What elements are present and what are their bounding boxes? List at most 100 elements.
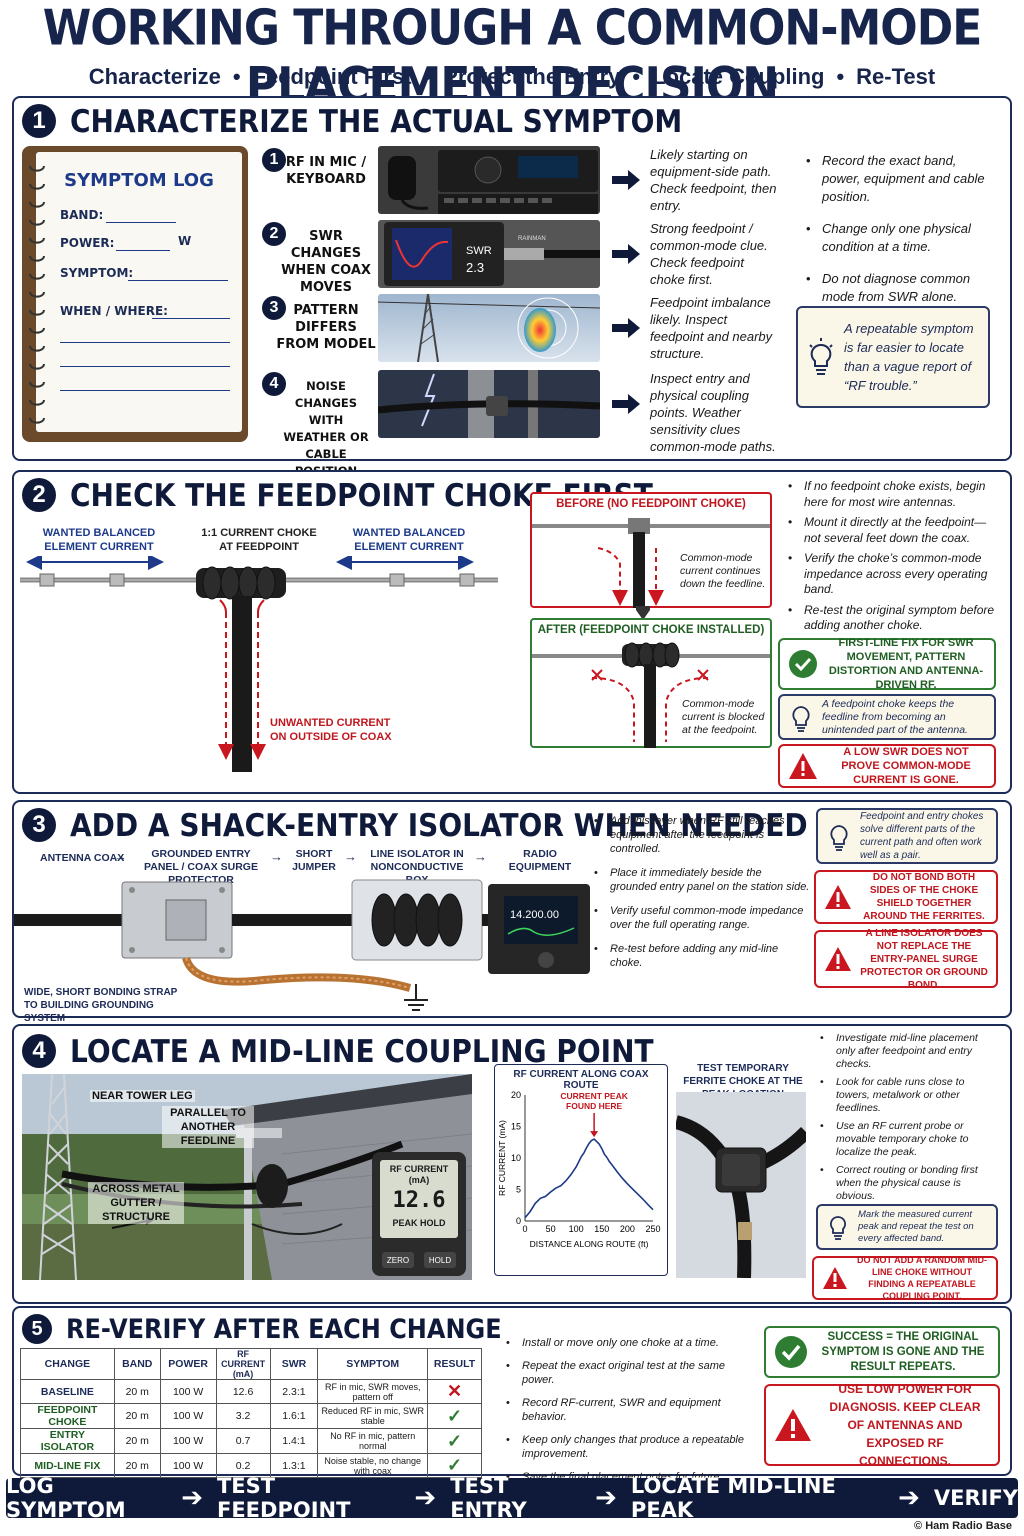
meter-zero-button[interactable]: ZERO <box>382 1252 414 1268</box>
row-description: Inspect entry and physical coupling poin… <box>650 371 776 454</box>
field-power-unit: W <box>178 234 192 248</box>
row-number: 2 <box>262 222 286 246</box>
meter-title: RF CURRENT (mA) <box>389 1164 449 1185</box>
symptom-row-3: 3 PATTERN DIFFERS FROM MODEL Feedpoint i… <box>258 294 778 364</box>
notebook-spiral-icon <box>29 165 45 424</box>
section-title: LOCATE A MID-LINE COUPLING POINT <box>70 1032 654 1070</box>
warning-icon <box>825 947 851 971</box>
label-parallel-feedline: PARALLEL TO ANOTHER FEEDLINE <box>162 1106 254 1148</box>
meter-hold-button[interactable]: HOLD <box>424 1252 456 1268</box>
arrow-right-icon <box>612 318 640 338</box>
result-pass-icon: ✓ <box>427 1453 482 1478</box>
x-tick-label: 0 <box>522 1224 527 1234</box>
meter-mode: PEAK HOLD <box>392 1218 446 1228</box>
arrow-right-icon: → <box>270 849 283 864</box>
process-footer-bar: LOG SYMPTOM ➔ TEST FEEDPOINT ➔ TEST ENTR… <box>6 1474 1018 1522</box>
section-3-bullets: Add this layer when RF still reaches equ… <box>594 814 810 978</box>
column-header: POWER <box>159 1348 217 1380</box>
column-header: RF CURRENT (mA) <box>215 1348 271 1380</box>
field-power: POWER: <box>60 236 115 250</box>
chain-step: RADIO EQUIPMENT <box>508 848 572 873</box>
arrow-right-icon: → <box>474 849 487 864</box>
section-2-tip: A feedpoint choke keeps the feedline fro… <box>778 694 996 740</box>
table-cell-change: MID-LINE FIX <box>20 1453 115 1478</box>
bullet-item: Re-test before adding any mid-line choke… <box>594 942 810 970</box>
bullet-item: Repeat the exact original test at the sa… <box>506 1359 756 1387</box>
success-text: SUCCESS = THE ORIGINAL SYMPTOM IS GONE A… <box>821 1330 985 1373</box>
bullet-item: Change only one physical condition at a … <box>806 220 996 256</box>
warning-text: DO NOT BOND BOTH SIDES OF THE CHOKE SHIE… <box>863 872 985 922</box>
table-cell-power: 100 W <box>159 1428 217 1454</box>
table-cell-symptom: Reduced RF in mic, SWR stable <box>317 1403 429 1429</box>
before-title: BEFORE (NO FEEDPOINT CHOKE) <box>556 498 746 510</box>
warning-text: A LOW SWR DOES NOT PROVE COMMON-MODE CUR… <box>841 746 971 786</box>
column-header: BAND <box>113 1348 161 1380</box>
column-header: RESULT <box>427 1348 482 1380</box>
table-cell-change: FEEDPOINT CHOKE <box>20 1403 115 1429</box>
subtitle-step: Locate Coupling <box>652 64 825 89</box>
bullet-item: Record RF-current, SWR and equipment beh… <box>506 1396 756 1424</box>
swr-analyzer-photo: SWR 2.3 RAINMAN <box>378 220 600 288</box>
copyright: © Ham Radio Base <box>914 1520 1012 1532</box>
label-unwanted-current: UNWANTED CURRENT ON OUTSIDE OF COAX <box>270 717 392 743</box>
subtitle-steps: Characterize•Feedpoint First•Protect the… <box>88 64 936 89</box>
tip-text: A repeatable symptom is far easier to lo… <box>844 321 974 393</box>
bullet-item: Keep only changes that produce a repeata… <box>506 1433 756 1461</box>
storm-cable-photo <box>378 370 600 438</box>
radio-mic-photo <box>378 146 600 214</box>
table-cell-rf: 3.2 <box>215 1403 271 1429</box>
row-label: SWR CHANGES WHEN COAX MOVES <box>281 229 371 295</box>
warning-icon <box>789 753 817 779</box>
bullet-item: Investigate mid-line placement only afte… <box>820 1032 998 1071</box>
result-pass-icon: ✓ <box>427 1428 482 1454</box>
warning-icon <box>775 1409 811 1441</box>
section-number: 5 <box>22 1314 52 1344</box>
x-tick-label: 200 <box>620 1224 635 1234</box>
swr-label: SWR <box>466 245 492 257</box>
lightbulb-icon <box>830 1216 846 1240</box>
symptom-log-notebook: SYMPTOM LOG BAND: POWER: W SYMPTOM: WHEN… <box>22 146 248 442</box>
after-title: AFTER (FEEDPOINT CHOKE INSTALLED) <box>537 624 765 636</box>
y-tick-label: 0 <box>516 1216 521 1226</box>
symptom-row-1: 1 RF IN MIC / KEYBOARD Likely starting o… <box>258 146 778 216</box>
x-tick-label: 50 <box>546 1224 556 1234</box>
bullet-item: Correct routing or bonding first when th… <box>820 1164 998 1203</box>
section-1-bullets: Record the exact band, power, equipment … <box>806 152 996 314</box>
bullet-item: Record the exact band, power, equipment … <box>806 152 996 206</box>
tip-text: Mark the measured current peak and repea… <box>858 1209 974 1244</box>
peak-arrow-head <box>590 1131 599 1138</box>
label-wanted-current-right: WANTED BALANCED ELEMENT CURRENT <box>352 527 466 553</box>
analyzer-brand: RAINMAN <box>518 236 546 242</box>
table-cell-power: 100 W <box>159 1379 217 1404</box>
warning-text: DO NOT ADD A RANDOM MID-LINE CHOKE WITHO… <box>857 1255 987 1301</box>
label-metal-gutter: ACROSS METAL GUTTER / STRUCTURE <box>88 1182 184 1224</box>
bullet-item: If no feedpoint choke exists, begin here… <box>788 479 1002 510</box>
success-text: FIRST-LINE FIX FOR SWR MOVEMENT, PATTERN… <box>828 637 984 691</box>
section-4-tip: Mark the measured current peak and repea… <box>816 1204 998 1250</box>
section-number: 1 <box>22 104 56 138</box>
section-3-tip: Feedpoint and entry chokes solve differe… <box>816 808 998 864</box>
warning-text: USE LOW POWER FOR DIAGNOSIS. KEEP CLEAR … <box>829 1382 981 1468</box>
swr-value: 2.3 <box>466 260 484 275</box>
table-cell-rf: 0.2 <box>215 1453 271 1478</box>
warning-icon <box>825 885 851 909</box>
x-tick-label: 250 <box>645 1224 660 1234</box>
table-cell-swr: 2.3:1 <box>269 1379 319 1404</box>
y-tick-label: 5 <box>516 1185 521 1195</box>
radio-frequency: 14.200.00 <box>510 909 559 921</box>
table-cell-power: 100 W <box>159 1453 217 1478</box>
section-2-bullets: If no feedpoint choke exists, begin here… <box>788 479 1002 642</box>
row-description: Likely starting on equipment-side path. … <box>650 147 777 213</box>
notebook-page: SYMPTOM LOG BAND: POWER: W SYMPTOM: WHEN… <box>36 152 242 432</box>
y-tick-label: 10 <box>511 1153 521 1163</box>
notebook-title: SYMPTOM LOG <box>64 170 214 191</box>
row-number: 4 <box>262 372 286 396</box>
lightbulb-icon <box>809 338 833 375</box>
result-pass-icon: ✓ <box>427 1403 482 1429</box>
lightbulb-icon <box>830 825 848 851</box>
